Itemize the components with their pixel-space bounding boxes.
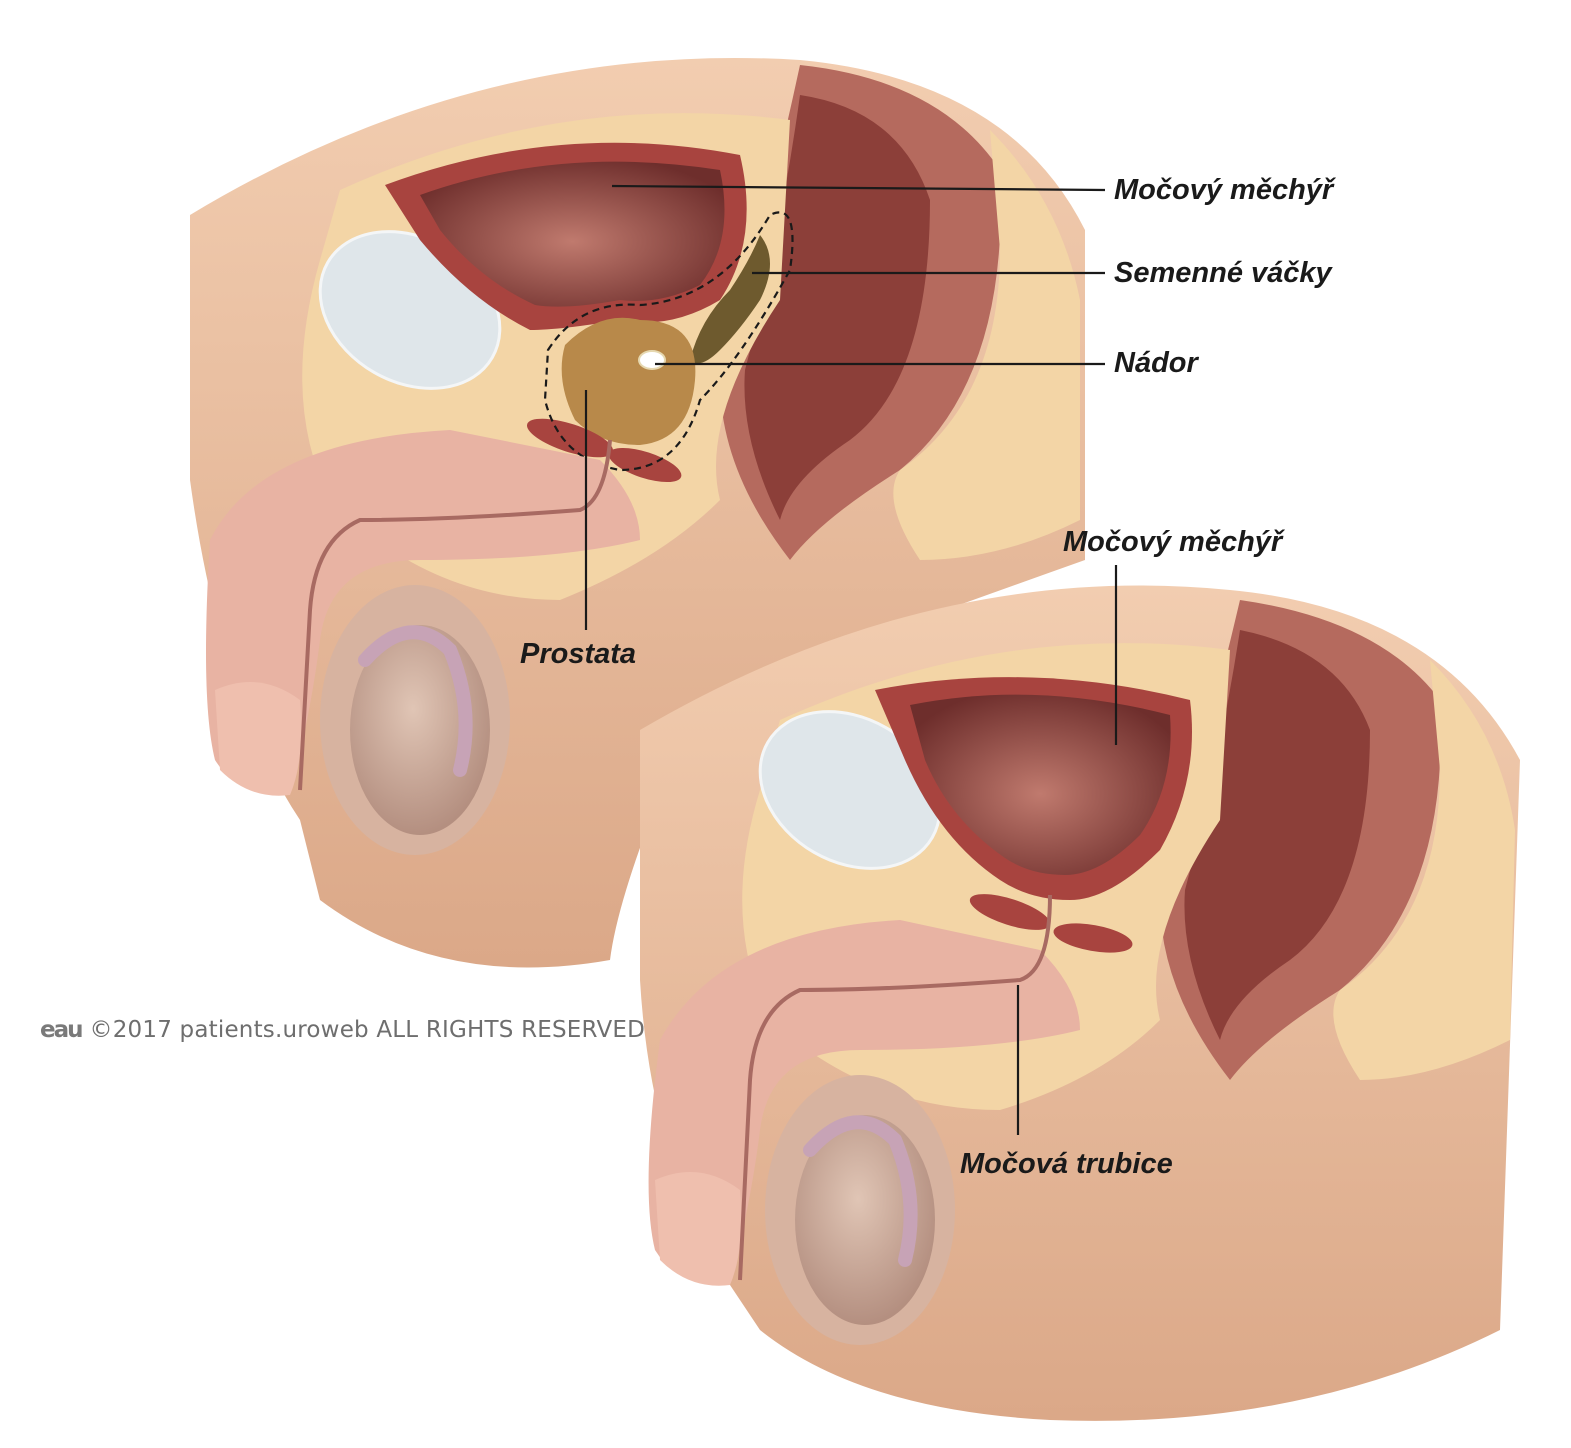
bottom-section-illustration bbox=[640, 585, 1520, 1421]
label-tumor: Nádor bbox=[1114, 347, 1198, 379]
top-penis-glans bbox=[215, 682, 302, 796]
top-sphincter-right bbox=[608, 447, 682, 483]
top-epididymis bbox=[358, 625, 473, 777]
top-bladder-lumen bbox=[420, 161, 725, 307]
bottom-rectum-lumen bbox=[1184, 630, 1370, 1040]
top-section-illustration bbox=[190, 57, 1085, 968]
top-penis bbox=[206, 430, 640, 792]
top-sphincter-left bbox=[526, 418, 614, 458]
bottom-penis-glans bbox=[655, 1172, 742, 1286]
bottom-penis bbox=[648, 920, 1080, 1282]
bottom-sphincter-right bbox=[1053, 923, 1133, 953]
bottom-pubic-bone bbox=[758, 710, 942, 870]
eau-logo: eau bbox=[40, 1017, 83, 1043]
top-seminal-vesicles bbox=[690, 235, 770, 364]
bottom-urethra bbox=[738, 894, 1052, 1281]
top-dashed-outline bbox=[543, 211, 794, 472]
leader-top-bladder bbox=[611, 184, 1106, 192]
bottom-bladder-lumen bbox=[910, 694, 1171, 875]
top-rectum-lumen bbox=[744, 95, 930, 520]
label-top-bladder: Močový měchýř bbox=[1114, 174, 1334, 206]
label-seminal-vesicles: Semenné váčky bbox=[1114, 257, 1332, 289]
bottom-epididymis bbox=[803, 1115, 918, 1267]
bottom-sphincter-left bbox=[969, 894, 1051, 930]
label-urethra: Močová trubice bbox=[960, 1148, 1173, 1180]
label-prostate: Prostata bbox=[520, 638, 637, 670]
bottom-fat-right bbox=[1333, 660, 1515, 1080]
top-tumor bbox=[638, 350, 666, 370]
top-prostate bbox=[561, 317, 696, 445]
top-fat-right bbox=[893, 130, 1080, 560]
copyright-notice: eau©2017 patients.uroweb ALL RIGHTS RESE… bbox=[40, 1017, 645, 1043]
leader-lines bbox=[584, 184, 1118, 1135]
label-bottom-bladder: Močový měchýř bbox=[1063, 526, 1283, 558]
copyright-text: ©2017 patients.uroweb ALL RIGHTS RESERVE… bbox=[89, 1017, 646, 1043]
